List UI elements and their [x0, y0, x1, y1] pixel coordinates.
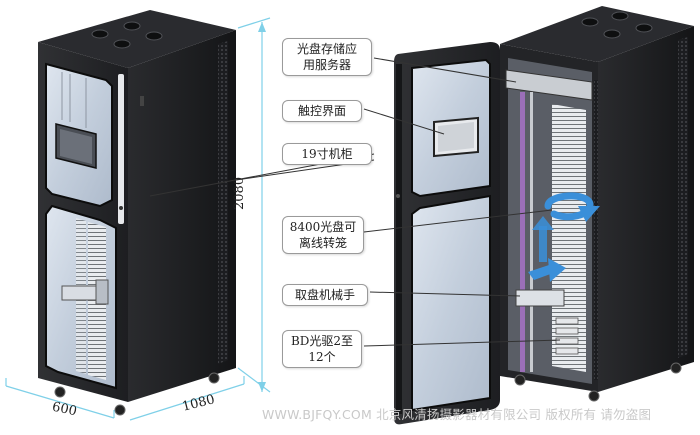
- bd-drives: [555, 317, 579, 355]
- callout-carousel-line-1: 8400光盘可: [289, 220, 357, 234]
- right-top-fan-holes: [581, 11, 653, 39]
- lift-arrow: [532, 216, 554, 262]
- right-cabinet: [500, 6, 694, 402]
- touch-screen-display: [60, 129, 92, 164]
- top-fan-holes: [91, 21, 163, 49]
- internal-rails-upper: [61, 72, 87, 128]
- right-cabinet-side-panel: [598, 26, 694, 392]
- leader-storage-server: [373, 57, 517, 83]
- leader-carousel: [363, 209, 553, 233]
- leader-robot-arm: [369, 291, 521, 297]
- door-handle: [118, 74, 124, 224]
- callout-carousel-line-2: 离线转笼: [298, 236, 347, 250]
- robot-arm-gripper: [95, 279, 109, 305]
- dimension-lines: [5, 17, 271, 421]
- open-door-screen-display: [438, 122, 474, 152]
- watermark-text: WWW.BJFQY.COM 北京风清扬摄影器材有限公司 版权所有 请勿盗图: [262, 407, 652, 422]
- callout-bd-drive-line-2: 12个: [308, 350, 336, 364]
- callout-storage-server-line-2: 用服务器: [302, 58, 351, 72]
- left-cabinet: [38, 10, 236, 416]
- callout-touch-ui: 触控界面: [282, 100, 362, 122]
- right-side-vents: [678, 37, 688, 358]
- callout-storage-server-line-1: 光盘存储应: [296, 42, 357, 56]
- door-lock: [119, 206, 123, 210]
- callout-cabinet-text: 19寸机柜: [301, 147, 353, 161]
- right-cabinet-top: [500, 6, 694, 62]
- callout-cabinet: 19寸机柜: [282, 143, 372, 165]
- leader-touch-ui: [363, 108, 445, 135]
- vertical-rail-2: [530, 92, 533, 372]
- callout-touch-ui-text: 触控界面: [297, 104, 346, 118]
- storage-server-unit: [505, 69, 593, 101]
- callout-storage-server: 光盘存储应 用服务器: [282, 38, 372, 76]
- open-door-hinge-strip: [396, 64, 402, 414]
- open-door-lower-glass: [411, 194, 491, 412]
- open-door-lock: [396, 194, 400, 198]
- callout-carousel: 8400光盘可 离线转笼: [282, 216, 364, 254]
- callout-robot-arm: 取盘机械手: [282, 284, 368, 306]
- rotation-arrow: [544, 192, 600, 222]
- side-vents: [218, 41, 228, 364]
- front-vents: [594, 80, 598, 380]
- casters: [54, 372, 220, 416]
- left-cabinet-side-panel: [128, 30, 236, 402]
- open-door: [394, 42, 500, 425]
- callout-bd-drive: BD光驱2至 12个: [282, 330, 362, 368]
- left-cabinet-top: [38, 10, 236, 68]
- vertical-rail: [520, 92, 525, 372]
- callout-robot-arm-text: 取盘机械手: [294, 288, 355, 302]
- callout-bd-drive-line-1: BD光驱2至: [290, 334, 354, 348]
- right-casters: [514, 362, 682, 402]
- dimension-height-label: 2080: [232, 176, 247, 210]
- robot-arm-right: [515, 289, 565, 307]
- dimension-ticks: [258, 22, 266, 392]
- side-latch: [140, 96, 144, 106]
- leader-bd-drive: [363, 339, 561, 347]
- pick-arrow: [528, 258, 566, 282]
- leader-lines: [149, 57, 561, 347]
